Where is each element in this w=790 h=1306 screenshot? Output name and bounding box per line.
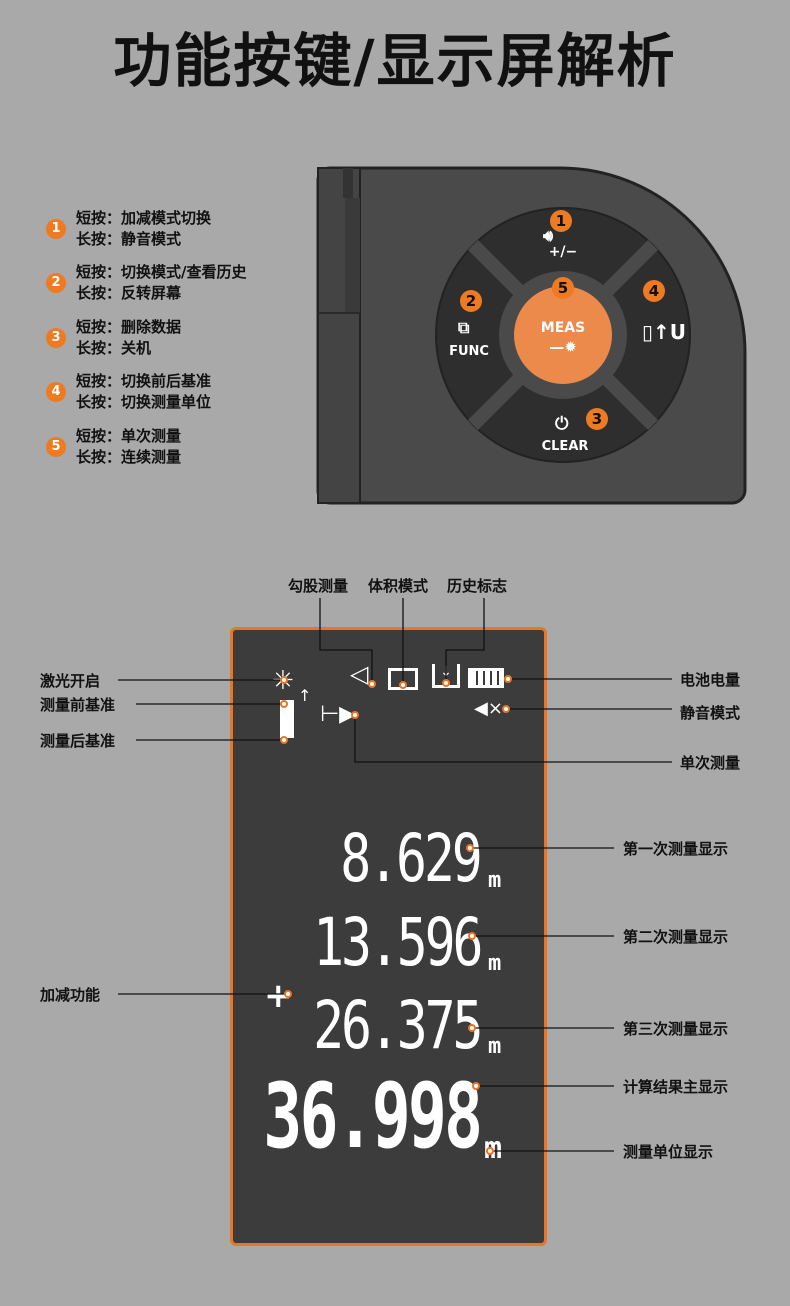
speaker-icon: 🔊︎ xyxy=(543,226,554,245)
label-single: 单次测量 xyxy=(680,754,741,772)
key-badge-2: 2 xyxy=(460,290,482,312)
reference-unit-icon[interactable]: ▯↑U xyxy=(642,320,687,344)
legend-badge: 1 xyxy=(46,219,66,239)
label-laser-on: 激光开启 xyxy=(40,672,101,690)
legend-badge: 2 xyxy=(46,273,66,293)
power-icon: ⏻ xyxy=(555,414,569,434)
battery-icon xyxy=(468,668,504,688)
label-volume: 体积模式 xyxy=(368,577,429,595)
label-first: 第一次测量显示 xyxy=(623,840,729,858)
key-badge-1: 1 xyxy=(550,210,572,232)
label-mute: 静音模式 xyxy=(680,704,741,722)
single-measure-icon: ⊢▶ xyxy=(320,702,357,727)
second-unit: m xyxy=(488,951,502,976)
legend-short: 短按：删除数据 xyxy=(76,318,182,336)
legend-short: 短按：单次测量 xyxy=(76,427,182,445)
label-third: 第三次测量显示 xyxy=(623,1020,729,1038)
first-reading: 8.629 xyxy=(340,820,483,897)
main-reading: 36.998 xyxy=(263,1064,483,1169)
key-badge-5: 5 xyxy=(552,277,574,299)
legend-short: 短按：加减模式切换 xyxy=(76,209,212,227)
second-reading: 13.596 xyxy=(312,904,483,981)
key-center-meas[interactable]: MEAS xyxy=(540,320,586,336)
label-rear-ref: 测量后基准 xyxy=(40,732,116,750)
first-unit: m xyxy=(488,868,502,893)
legend-long: 长按：关机 xyxy=(76,339,152,357)
arrow-up-icon: ↑ xyxy=(298,686,312,705)
legend-long: 长按：切换测量单位 xyxy=(76,393,212,411)
func-icon: ⧉ xyxy=(458,318,470,337)
legend-badge: 4 xyxy=(46,382,66,402)
legend-short: 短按：切换模式/查看历史 xyxy=(76,263,247,281)
key-left-func[interactable]: FUNC xyxy=(449,344,489,359)
third-unit: m xyxy=(488,1034,502,1059)
key-top-plus-minus[interactable]: +/− xyxy=(548,244,578,260)
legend-long: 长按：反转屏幕 xyxy=(76,284,182,302)
label-front-ref: 测量前基准 xyxy=(40,696,116,714)
third-reading: 26.375 xyxy=(312,987,483,1064)
key-badge-3: 3 xyxy=(586,408,608,430)
legend-long: 长按：静音模式 xyxy=(76,230,182,248)
key-badge-4: 4 xyxy=(643,280,665,302)
legend-badge: 5 xyxy=(46,437,66,457)
label-pythagorean: 勾股测量 xyxy=(288,577,349,595)
label-second: 第二次测量显示 xyxy=(623,928,729,946)
mute-icon: ◀× xyxy=(474,698,503,719)
label-plusminus: 加减功能 xyxy=(40,986,101,1004)
label-history: 历史标志 xyxy=(447,577,508,595)
legend-badge: 3 xyxy=(46,328,66,348)
triangle-icon: ◁ xyxy=(350,660,369,688)
page-title: 功能按键/显示屏解析 xyxy=(113,27,677,95)
laser-icon: —✹ xyxy=(549,338,577,356)
label-unit: 测量单位显示 xyxy=(623,1143,714,1161)
legend-long: 长按：连续测量 xyxy=(76,448,182,466)
label-battery: 电池电量 xyxy=(680,671,741,689)
key-bottom-clear[interactable]: CLEAR xyxy=(541,439,589,454)
label-result: 计算结果主显示 xyxy=(623,1078,729,1096)
legend-short: 短按：切换前后基准 xyxy=(76,372,212,390)
device-illustration xyxy=(316,166,747,505)
